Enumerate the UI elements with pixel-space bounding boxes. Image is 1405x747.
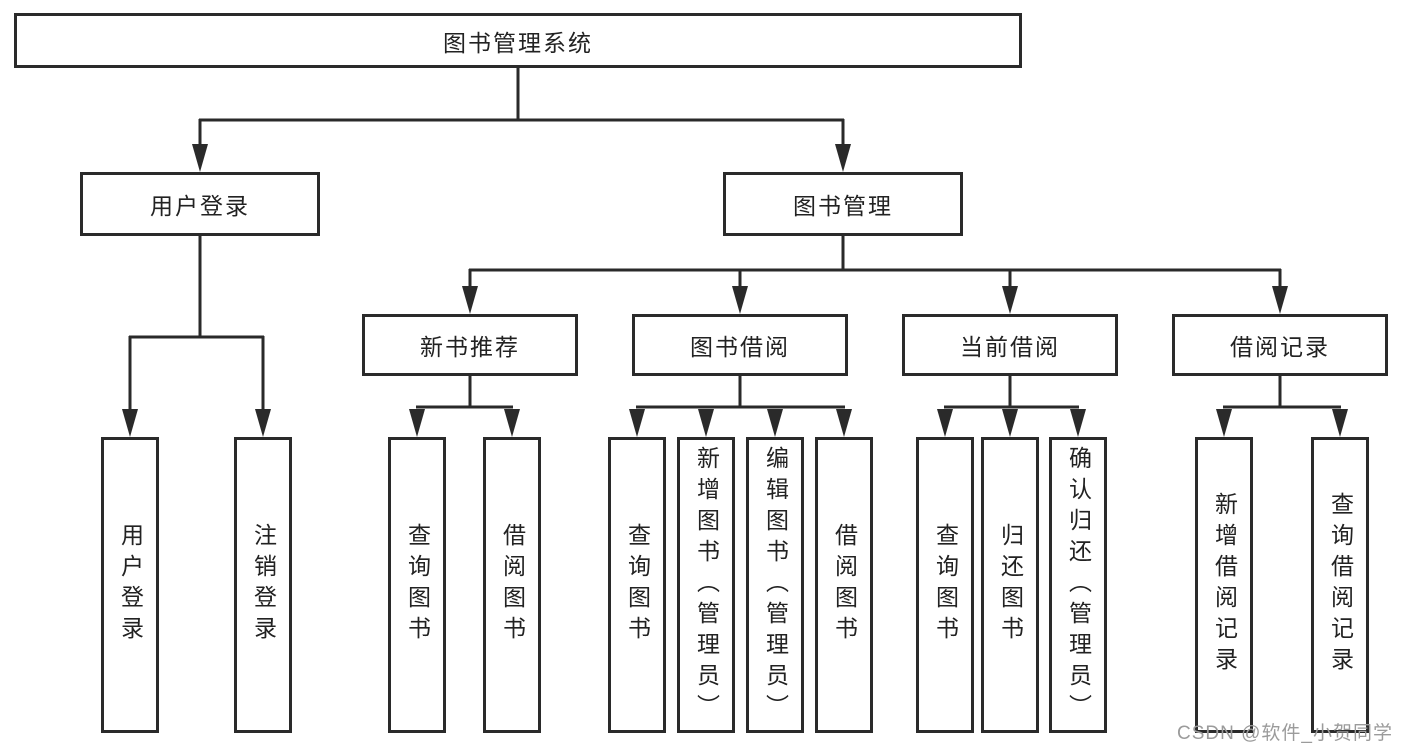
node-label: 借阅图书 [499,523,526,647]
node-label: 当前借阅 [960,334,1060,360]
node-label: 借阅图书 [831,523,858,647]
node-label: 借阅记录 [1230,334,1330,360]
node-label: 用户登录 [150,193,250,219]
node-leaf-confirm-return-admin: 确认归还（管理员） [1049,437,1107,733]
node-borrowing-records: 借阅记录 [1172,314,1388,376]
node-label: 图书借阅 [690,334,790,360]
node-book-borrowing: 图书借阅 [632,314,848,376]
node-label: 查询图书 [624,523,651,647]
node-label: 编辑图书（管理员） [762,445,789,725]
node-label: 新书推荐 [420,334,520,360]
node-label: 归还图书 [997,523,1024,647]
arrowheads [122,144,1348,437]
csdn-watermark: CSDN @软件_小贺同学 [1177,723,1393,744]
node-leaf-return-books: 归还图书 [981,437,1039,733]
node-label: 用户登录 [117,523,144,647]
node-label: 新增借阅记录 [1211,492,1238,678]
node-leaf-query-borrow-record: 查询借阅记录 [1311,437,1369,733]
node-leaf-borrow-books: 借阅图书 [815,437,873,733]
node-library-management-system: 图书管理系统 [14,13,1022,68]
node-leaf-edit-books-admin: 编辑图书（管理员） [746,437,804,733]
node-label: 新增图书（管理员） [693,445,720,725]
node-leaf-user-login: 用户登录 [101,437,159,733]
node-leaf-query-books-borrowing: 查询图书 [608,437,666,733]
node-leaf-query-books-current: 查询图书 [916,437,974,733]
node-label: 图书管理系统 [443,29,593,56]
node-leaf-add-borrow-record: 新增借阅记录 [1195,437,1253,733]
node-leaf-borrow-books-recommend: 借阅图书 [483,437,541,733]
node-label: 查询图书 [932,523,959,647]
node-book-management: 图书管理 [723,172,963,236]
node-label: 确认归还（管理员） [1065,445,1092,725]
node-label: 查询图书 [404,523,431,647]
node-user-login: 用户登录 [80,172,320,236]
node-label: 查询借阅记录 [1327,492,1354,678]
node-leaf-query-books-recommend: 查询图书 [388,437,446,733]
node-new-book-recommendation: 新书推荐 [362,314,578,376]
node-label: 图书管理 [793,193,893,219]
node-leaf-logout: 注销登录 [234,437,292,733]
node-label: 注销登录 [250,523,277,647]
node-current-borrowing: 当前借阅 [902,314,1118,376]
node-leaf-add-books-admin: 新增图书（管理员） [677,437,735,733]
